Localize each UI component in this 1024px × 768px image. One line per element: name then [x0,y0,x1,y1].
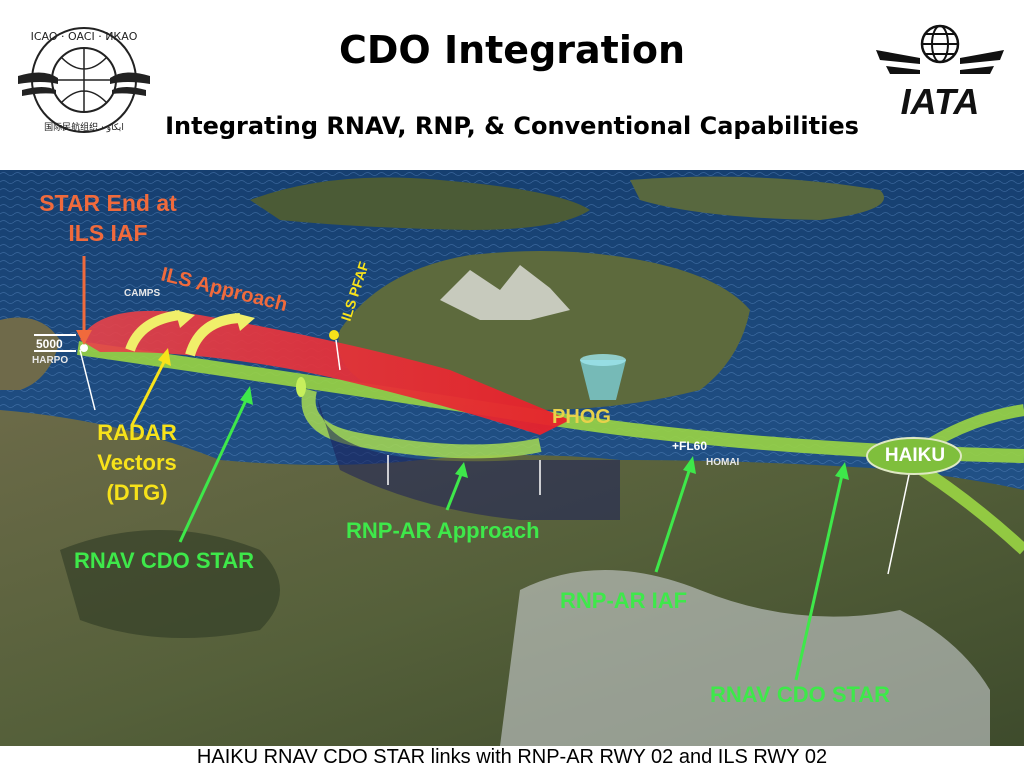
slide-caption: HAIKU RNAV CDO STAR links with RNP-AR RW… [0,746,1024,768]
label-rnav-cdo-star-left: RNAV CDO STAR [74,548,255,573]
arrow-rnav-right [794,474,844,681]
label-phog: PHOG [552,406,611,428]
label-radar-vectors: RADAR Vectors (DTG) [62,418,212,508]
arrow-rnp-ar-iaf [654,467,692,573]
radar-vector-arc-2 [185,313,241,357]
island-top-center [250,177,590,230]
arrow-rnav-left [178,397,249,543]
arrow-star-end-head [76,330,92,345]
label-fl60: +FL60 [672,439,708,453]
label-radar-line2: Vectors [97,450,177,475]
clouds-mountain [440,265,570,320]
phog-cone-top [580,354,626,366]
rnp-ar-wall [318,400,620,520]
radar-vector-arrow-1 [175,310,195,328]
label-radar-line1: RADAR [97,420,177,445]
arrow-rnp-ar-iaf-head [683,456,696,474]
rnp-ar-loop [301,388,542,459]
drop-line-harpo [79,349,96,411]
iata-logo-text: IATA [901,81,980,120]
arrow-rnav-right-head [835,462,849,480]
radar-vector-arc-1 [125,310,181,352]
label-star-end: STAR End at ILS IAF [10,188,206,248]
waypoint-ils-pfaf [329,330,339,340]
icao-logo: ICAO · OACI · ИКАО 国际民航组织 · ايكاو [18,27,150,133]
icao-logo-bottom-text: 国际民航组织 · ايكاو [44,121,124,133]
arrow-radar-head [158,348,171,366]
label-radar-line3: (DTG) [106,480,168,505]
label-rnav-cdo-star-right: RNAV CDO STAR [710,682,891,707]
terrain-dark [60,530,280,638]
page-subtitle: Integrating RNAV, RNP, & Conventional Ca… [165,112,859,140]
aerial-map: ILS Approach ILS PFAF [0,170,1024,746]
drop-line-haiku [887,469,911,575]
arrow-rnav-left-head [240,386,253,405]
waypoint-rnp-entry [296,377,306,397]
slide-header: ICAO · OACI · ИКАО 国际民航组织 · ايكاو CDO In… [0,0,1024,170]
waypoint-harpo [80,344,88,352]
icao-logo-text: ICAO · OACI · ИКАО [31,30,138,43]
label-star-end-line1: STAR End at [39,190,177,216]
waypoint-haiku-oval [866,437,962,475]
label-rnp-ar-approach: RNP-AR Approach [346,518,540,543]
label-camps: CAMPS [124,288,161,299]
label-harpo: HARPO [32,355,69,366]
arrow-radar [130,359,167,426]
arrow-rnp-ar-approach [445,471,464,511]
arrow-rnp-ar-approach-head [455,462,468,478]
page-title: CDO Integration [338,28,686,72]
iata-logo: IATA [876,24,1004,120]
island-top-right [630,176,884,220]
label-homai: HOMAI [706,457,740,468]
clouds-bottom [500,570,990,746]
label-rnp-ar-iaf: RNP-AR IAF [560,588,688,613]
label-altitude: 5000 [36,337,63,351]
drop-line-pfaf [335,339,341,371]
radar-vector-arrow-2 [235,313,255,331]
phog-cone [580,360,626,400]
label-star-end-line2: ILS IAF [68,220,148,246]
ils-approach-path [80,310,570,435]
label-haiku: HAIKU [884,445,946,466]
